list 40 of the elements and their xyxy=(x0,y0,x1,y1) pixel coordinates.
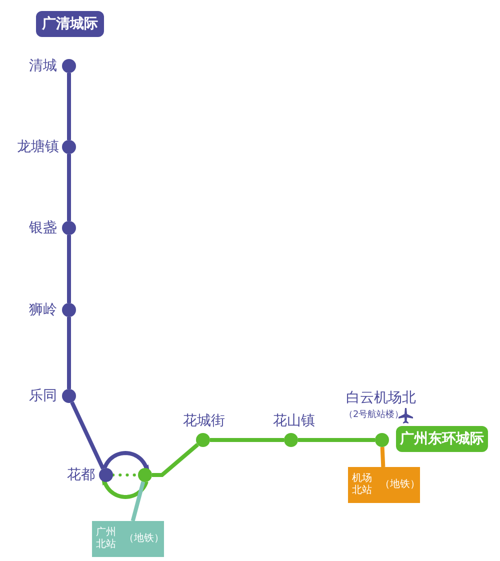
rail-line xyxy=(298,438,375,442)
station-dot xyxy=(284,433,298,447)
station-name: 广州北站 xyxy=(95,526,117,552)
station-name: 广州东环城际 xyxy=(400,430,484,448)
station-name: 白云机场北 xyxy=(346,389,416,407)
rail-line xyxy=(67,235,71,303)
station-name: 花城街 xyxy=(183,412,225,430)
station-name: 龙塘镇 xyxy=(17,138,59,156)
station-name: 乐同 xyxy=(29,387,57,405)
station-dot xyxy=(62,303,76,317)
terminal-note: （2号航站楼） xyxy=(344,408,404,421)
station-name: 银盏 xyxy=(29,219,57,237)
station-dot xyxy=(196,433,210,447)
rail-line xyxy=(130,481,146,522)
metro-note: （地铁） xyxy=(124,532,164,546)
station-dot xyxy=(138,468,152,482)
station-dot xyxy=(62,389,76,403)
station-box xyxy=(348,467,420,503)
station-dot xyxy=(62,221,76,235)
station-dot xyxy=(99,468,113,482)
station-dot xyxy=(375,433,389,447)
station-name: 广清城际 xyxy=(42,15,98,33)
rail-line xyxy=(210,438,284,442)
rail-line xyxy=(152,443,199,477)
metro-note: （地铁） xyxy=(380,478,420,492)
station-dot xyxy=(62,59,76,73)
rail-line xyxy=(67,73,71,140)
station-dot xyxy=(62,140,76,154)
line-name-badge xyxy=(36,11,104,37)
station-name: 花都 xyxy=(67,466,95,484)
station-name: 机场北站 xyxy=(351,472,373,498)
rail-line xyxy=(67,154,71,221)
station-name: 清城 xyxy=(29,57,57,75)
station-name: 狮岭 xyxy=(29,301,57,319)
station-name: 花山镇 xyxy=(273,412,315,430)
station-box xyxy=(92,521,164,557)
rail-line xyxy=(70,402,105,470)
rail-line xyxy=(67,317,71,389)
line-name-badge xyxy=(396,426,488,452)
rail-line xyxy=(380,446,386,468)
